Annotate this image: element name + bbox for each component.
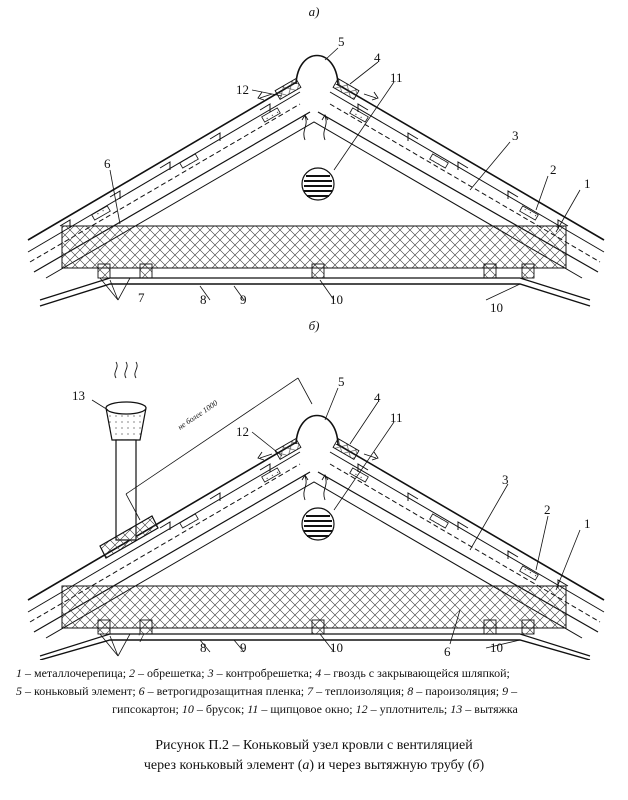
caption-part: ) и через вытяжную трубу (	[309, 758, 473, 773]
airflow-arrows-a	[257, 91, 379, 141]
legend-text: – металлочерепица;	[22, 666, 130, 680]
label-5-b: 5	[338, 374, 345, 389]
wooden-bars-a	[97, 263, 535, 279]
legend-line-2: 5 – коньковый элемент; 6 – ветрогидрозащ…	[16, 682, 614, 700]
label-6-a: 6	[104, 156, 111, 171]
label-9-b: 9	[240, 640, 247, 655]
legend-line-1: 1 – металлочерепица; 2 – обрешетка; 3 – …	[16, 664, 614, 682]
label-12-b: 12	[236, 424, 249, 439]
label-1-a: 1	[584, 176, 591, 191]
battens-a	[91, 107, 539, 221]
leaders-b	[91, 387, 581, 657]
label-6-b: 6	[444, 644, 451, 659]
legend-text: – брусок;	[193, 702, 248, 716]
label-9-a: 9	[240, 292, 247, 307]
panel-b-title: б)	[309, 318, 320, 333]
legend-num: 13	[450, 702, 463, 716]
dimension-note: не более 1000	[176, 398, 219, 431]
caption-part: )	[479, 758, 485, 773]
label-4-a: 4	[374, 50, 381, 65]
gable-window-b	[301, 507, 335, 541]
label-10a-b: 10	[330, 640, 343, 655]
gable-window-a	[301, 167, 335, 201]
insulation-a	[61, 225, 567, 269]
label-3-a: 3	[512, 128, 519, 143]
metal-tile-steps-a	[59, 103, 569, 228]
ridge-element-b	[295, 414, 339, 445]
caption-line-1: Рисунок П.2 – Коньковый узел кровли с ве…	[155, 738, 473, 753]
panel-b-exhaust-pipe: б)	[27, 318, 605, 660]
legend-num: 10	[181, 702, 194, 716]
panel-a-ridge-vent: а)	[27, 4, 605, 315]
leaders-a	[99, 47, 581, 301]
legend-line-3: гипсокартон; 10 – брусок; 11 – щипцовое …	[16, 700, 614, 718]
legend-num: 5	[16, 684, 22, 698]
label-8-b: 8	[200, 640, 207, 655]
legend-text: – ветрогидрозащитная пленка;	[144, 684, 308, 698]
airflow-arrows-b	[257, 451, 379, 501]
legend-num: 2	[129, 666, 136, 680]
caption-line-2: через коньковый элемент (а) и через вытя…	[0, 756, 628, 776]
label-13-b: 13	[72, 388, 85, 403]
legend-text: – коньковый элемент;	[22, 684, 139, 698]
label-10b-b: 10	[490, 640, 503, 655]
legend-num: 9	[502, 684, 509, 698]
label-2-a: 2	[550, 162, 557, 177]
legend-num: 4	[315, 666, 322, 680]
metal-tile-steps-b	[159, 463, 569, 588]
legend-num: 1	[16, 666, 22, 680]
legend-text: – обрешетка;	[135, 666, 208, 680]
legend-text: – уплотнитель;	[367, 702, 451, 716]
legend-num: 6	[138, 684, 145, 698]
roof-ridge-diagram: а)	[27, 4, 605, 660]
legend-num: 7	[307, 684, 314, 698]
label-8-a: 8	[200, 292, 207, 307]
seal-left-a	[274, 78, 302, 100]
label-1-b: 1	[584, 516, 591, 531]
label-7-b: 7	[138, 630, 145, 645]
label-11-b: 11	[390, 410, 403, 425]
caption-part: через коньковый элемент (	[143, 758, 303, 773]
legend-text: –	[508, 684, 518, 698]
seal-right-b	[332, 438, 360, 460]
battens-b	[179, 467, 539, 581]
caption-part: б	[472, 758, 480, 773]
seal-left-b	[274, 438, 302, 460]
label-7-a: 7	[138, 290, 145, 305]
label-10a-a: 10	[330, 292, 343, 307]
legend-text: – пароизоляция;	[413, 684, 503, 698]
legend-text: – гвоздь с закрывающейся шляпкой;	[321, 666, 510, 680]
legend-num: 12	[355, 702, 368, 716]
legend-num: 11	[247, 702, 259, 716]
caption-part: а	[302, 758, 310, 773]
legend-text: – теплоизоляция;	[313, 684, 408, 698]
label-12-a: 12	[236, 82, 249, 97]
legend-text: – вытяжка	[462, 702, 518, 716]
legend-num: 3	[207, 666, 214, 680]
legend-text: – щипцовое окно;	[258, 702, 356, 716]
label-11-a: 11	[390, 70, 403, 85]
seal-right-a	[332, 78, 360, 100]
label-3-b: 3	[502, 472, 509, 487]
legend-text: гипсокартон;	[112, 702, 182, 716]
label-4-b: 4	[374, 390, 381, 405]
dimension-line-b	[125, 377, 313, 521]
ridge-element-a	[295, 54, 339, 85]
label-10b-a: 10	[490, 300, 503, 315]
exhaust-pipe-b	[99, 361, 159, 559]
label-5-a: 5	[338, 34, 345, 49]
legend: 1 – металлочерепица; 2 – обрешетка; 3 – …	[16, 664, 614, 718]
label-2-b: 2	[544, 502, 551, 517]
wooden-bars-b	[97, 619, 535, 635]
figure-caption: Рисунок П.2 – Коньковый узел кровли с ве…	[0, 736, 628, 776]
legend-text: – контробрешетка;	[213, 666, 316, 680]
legend-num: 8	[407, 684, 414, 698]
panel-a-title: а)	[309, 4, 320, 19]
